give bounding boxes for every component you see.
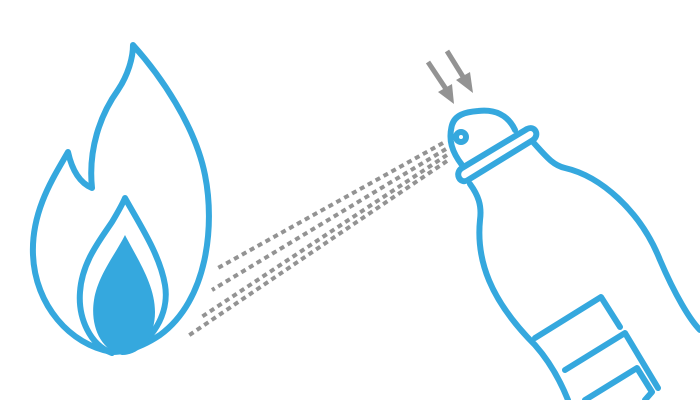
- aerosol-can-icon: [447, 107, 700, 400]
- spray-mist: [186, 141, 449, 338]
- arrow-head: [456, 72, 473, 93]
- nozzle-hole: [453, 129, 469, 145]
- can-body: [467, 138, 700, 400]
- can-label-stripes: [532, 294, 661, 400]
- press-arrows-icon: [425, 49, 473, 104]
- flame-icon: [29, 42, 212, 356]
- can-nozzle: [447, 107, 518, 168]
- spray-line: [217, 141, 444, 270]
- spray-line: [186, 159, 449, 338]
- can-collar: [455, 125, 540, 185]
- flame-inner: [76, 195, 169, 356]
- flame-core: [93, 235, 155, 355]
- arrow-shaft: [425, 60, 451, 94]
- arrow-shaft: [444, 49, 468, 82]
- flame-outer: [29, 42, 212, 355]
- spray-line: [210, 147, 448, 292]
- spray-line: [198, 153, 449, 320]
- arrow-head: [438, 84, 454, 104]
